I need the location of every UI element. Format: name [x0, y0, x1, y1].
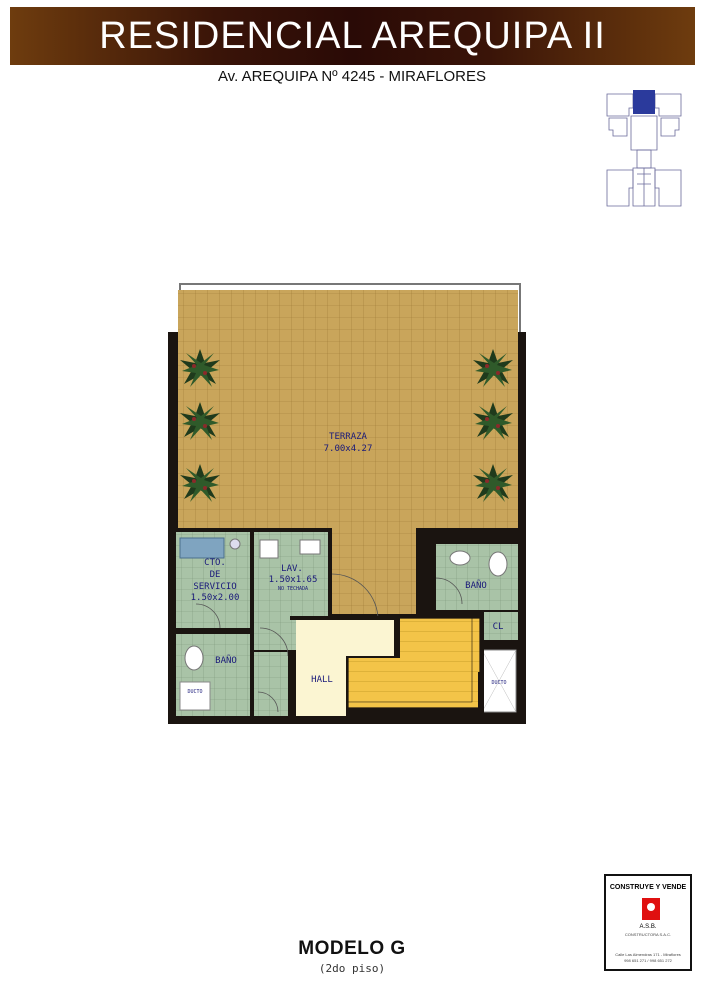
ducto-left-label: DUCTO	[187, 689, 203, 695]
logo-company: A.S.B.	[639, 924, 657, 930]
servicio-dimensions: 1.50x2.00	[190, 593, 240, 603]
toilet-left-icon	[184, 645, 204, 671]
logo-address-line1: Calle Las Almendras 171 - Miraflores	[615, 952, 681, 957]
bano-right-label: BAÑO	[465, 581, 487, 591]
terraza-label: TERRAZA	[329, 432, 367, 442]
logo-subtitle: CONSTRUCTORA S.A.C.	[624, 932, 672, 937]
bano-left-label: BAÑO	[215, 656, 237, 666]
company-logo: CONSTRUYE Y VENDE A.S.B. CONSTRUCTORA S.…	[604, 874, 692, 971]
door-arc	[331, 573, 379, 621]
ducto-left	[179, 681, 211, 711]
terrace-floor	[178, 290, 518, 528]
key-plan	[606, 90, 682, 207]
model-name: MODELO G	[298, 938, 406, 959]
lav-note: NO TECHADA	[277, 586, 309, 592]
lav-label: LAV.	[281, 564, 303, 574]
logo-tagline: CONSTRUYE Y VENDE	[609, 884, 687, 891]
hall-floor	[296, 618, 346, 716]
sink-fixture	[229, 538, 241, 550]
address-line: Av. AREQUIPA Nº 4245 - MIRAFLORES	[217, 68, 487, 85]
lav-dimensions: 1.50x1.65	[268, 575, 318, 585]
sink-right-icon	[449, 550, 471, 566]
ducto-right-label: DUCTO	[491, 680, 507, 686]
floor-plan: TERRAZA 7.00x4.27 CTO. DE SERVICIO 1.50x…	[160, 282, 540, 727]
logo-address: Calle Las Almendras 171 - Miraflores 998…	[606, 952, 690, 964]
cto-label: CTO.	[204, 558, 226, 568]
keyplan-highlight	[633, 90, 655, 114]
terraza-dimensions: 7.00x4.27	[323, 444, 373, 454]
bed-fixture	[179, 537, 225, 559]
floor-label: (2do piso)	[318, 962, 386, 975]
cl-label: CL	[492, 622, 504, 632]
page-title: RESIDENCIAL AREQUIPA II	[99, 15, 606, 57]
logo-address-line2: 998 651 271 / 998 651 272	[624, 958, 672, 963]
floor-plan-drawing	[168, 283, 526, 724]
servicio-label: SERVICIO	[193, 582, 237, 592]
toilet-right-icon	[488, 551, 508, 577]
header-banner: RESIDENCIAL AREQUIPA II	[10, 7, 695, 65]
logo-mark-icon	[642, 898, 660, 920]
de-label: DE	[209, 570, 221, 580]
bano-right-floor	[436, 544, 518, 610]
hall-label: HALL	[311, 675, 333, 685]
closet-floor	[484, 612, 518, 640]
